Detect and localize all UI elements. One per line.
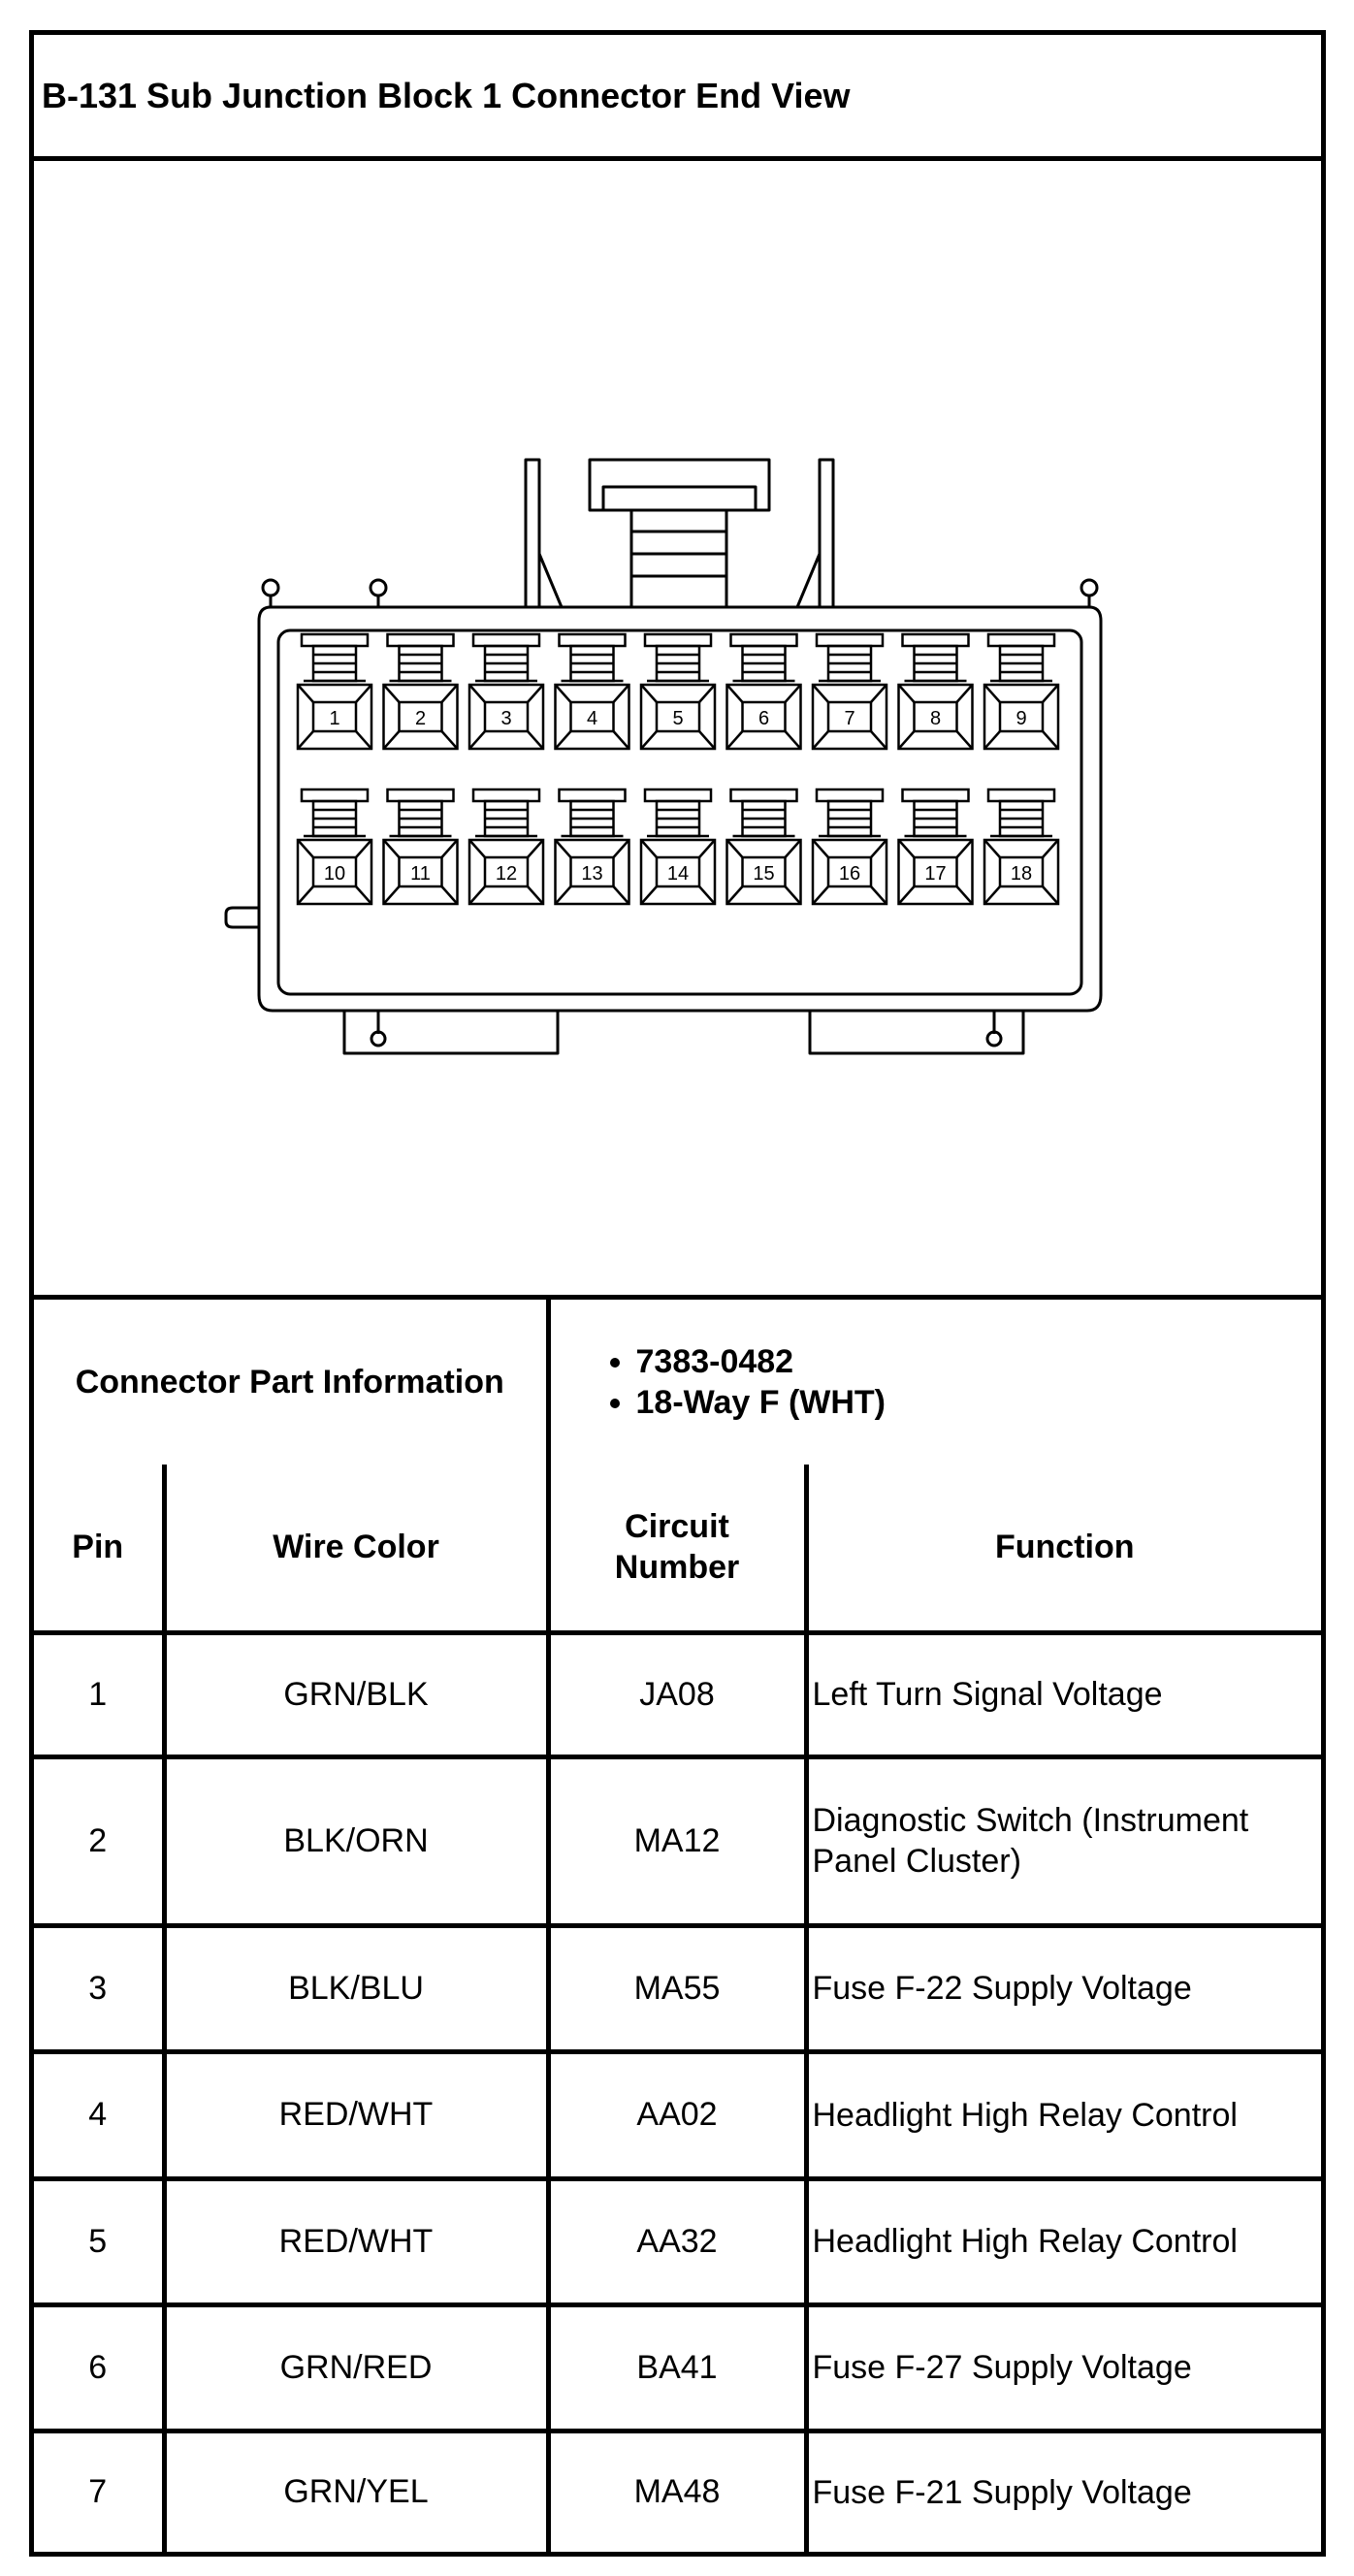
right-foot: [808, 1011, 1025, 1055]
pin-cell: 3: [34, 1922, 167, 2054]
table-row: 2 BLK/ORN MA12 Diagnostic Switch (Instru…: [34, 1754, 1321, 1928]
wire-color-cell: GRN/YEL: [161, 2428, 551, 2552]
pin-number-label: 14: [667, 863, 689, 885]
pin-number-label: 2: [415, 708, 426, 729]
circuit-cell: AA32: [545, 2175, 809, 2307]
part-number: 7383-0482: [636, 1341, 1321, 1382]
pin-number-label: 3: [500, 708, 511, 729]
pin-cavity: 12: [467, 788, 545, 906]
pin-number-label: 9: [1016, 708, 1026, 729]
pin-number-label: 17: [924, 863, 946, 885]
function-cell: Fuse F-27 Supply Voltage: [803, 2302, 1321, 2433]
latch-cap: [588, 458, 771, 512]
pin-number-label: 8: [930, 708, 941, 729]
connector-info-table: Connector Part Information 7383-0482 18-…: [34, 1300, 1321, 1465]
pin-cavity: 3: [467, 632, 545, 751]
pin-number-label: 1: [329, 708, 339, 729]
header-function: Function: [803, 1465, 1321, 1635]
wire-color-cell: BLK/ORN: [161, 1754, 551, 1928]
circuit-cell: JA08: [545, 1629, 809, 1759]
pin-number-label: 7: [844, 708, 854, 729]
pin-number-label: 4: [587, 708, 597, 729]
wire-color-cell: GRN/BLK: [161, 1629, 551, 1759]
pin-cavity: 9: [983, 632, 1060, 751]
header-wire-color: Wire Color: [161, 1465, 551, 1635]
housing-inner: [276, 628, 1083, 996]
pin-number-label: 10: [324, 863, 345, 885]
table-row: 3 BLK/BLU MA55 Fuse F-22 Supply Voltage: [34, 1922, 1321, 2054]
pin-cavity: 18: [983, 788, 1060, 906]
left-foot: [342, 1011, 560, 1055]
connector-info-list: 7383-0482 18-Way F (WHT): [545, 1300, 1321, 1465]
pin-cell: 6: [34, 2302, 167, 2433]
pin-cavity: 11: [382, 788, 459, 906]
page-title: B-131 Sub Junction Block 1 Connector End…: [42, 75, 851, 115]
pin-number-label: 6: [758, 708, 769, 729]
wire-color-cell: GRN/RED: [161, 2302, 551, 2433]
pin-row-top: 1 2 3 4 5 6 7 8 9: [296, 632, 1060, 751]
pin-cavity: 10: [296, 788, 373, 906]
pin-cavity: 13: [554, 788, 630, 906]
latch-cap-inner: [601, 485, 758, 512]
circuit-cell: MA12: [545, 1754, 809, 1928]
pin-cavity: 7: [811, 632, 888, 751]
circuit-cell: MA48: [545, 2428, 809, 2552]
pin-cavity: 6: [725, 632, 802, 751]
connector-sheet: B-131 Sub Junction Block 1 Connector End…: [29, 30, 1326, 2557]
pin-cavity: 17: [897, 788, 974, 906]
wire-color-cell: RED/WHT: [161, 2175, 551, 2307]
pin-row-bottom: 10 11 12 13 14 15 16 17 18: [296, 788, 1060, 906]
wire-color-cell: RED/WHT: [161, 2048, 551, 2181]
pin-cavity: 2: [382, 632, 459, 751]
function-cell: Diagnostic Switch (Instrument Panel Clus…: [803, 1754, 1321, 1928]
pin-number-label: 12: [496, 863, 517, 885]
pin-number-label: 15: [753, 863, 774, 885]
table-row: 7 GRN/YEL MA48 Fuse F-21 Supply Voltage: [34, 2428, 1321, 2552]
right-post: [818, 458, 835, 609]
connector-type: 18-Way F (WHT): [636, 1382, 1321, 1423]
pin-cell: 2: [34, 1754, 167, 1928]
pin-cell: 1: [34, 1629, 167, 1759]
pin-cell: 4: [34, 2048, 167, 2181]
pin-cavity: 1: [296, 632, 373, 751]
function-cell: Fuse F-22 Supply Voltage: [803, 1922, 1321, 2054]
pin-cavity: 8: [897, 632, 974, 751]
pin-cavity: 15: [725, 788, 802, 906]
circuit-cell: MA55: [545, 1922, 809, 2054]
pin-cell: 5: [34, 2175, 167, 2307]
table-row: 1 GRN/BLK JA08 Left Turn Signal Voltage: [34, 1629, 1321, 1759]
pin-cavity: 4: [554, 632, 630, 751]
function-cell: Headlight High Relay Control: [803, 2175, 1321, 2307]
function-cell: Left Turn Signal Voltage: [803, 1629, 1321, 1759]
table-row: 5 RED/WHT AA32 Headlight High Relay Cont…: [34, 2175, 1321, 2307]
function-cell: Headlight High Relay Control: [803, 2048, 1321, 2181]
pin-number-label: 18: [1011, 863, 1032, 885]
pin-cavity: 16: [811, 788, 888, 906]
pin-number-label: 16: [839, 863, 860, 885]
table-row: 6 GRN/RED BA41 Fuse F-27 Supply Voltage: [34, 2302, 1321, 2433]
pin-cell: 7: [34, 2428, 167, 2552]
connector-info-label: Connector Part Information: [34, 1300, 551, 1465]
circuit-cell: BA41: [545, 2302, 809, 2433]
circuit-cell: AA02: [545, 2048, 809, 2181]
wire-color-cell: BLK/BLU: [161, 1922, 551, 2054]
header-pin: Pin: [34, 1465, 167, 1635]
pin-number-label: 5: [672, 708, 683, 729]
housing-outer: [257, 605, 1103, 1013]
pin-cavity: 14: [639, 788, 717, 906]
pin-number-label: 11: [410, 863, 431, 885]
left-post: [524, 458, 541, 609]
function-cell: Fuse F-21 Supply Voltage: [803, 2428, 1321, 2552]
latch-stem: [629, 508, 728, 609]
title-row: B-131 Sub Junction Block 1 Connector End…: [34, 35, 1321, 161]
table-row: 4 RED/WHT AA02 Headlight High Relay Cont…: [34, 2048, 1321, 2181]
pin-number-label: 13: [581, 863, 602, 885]
pin-cavity: 5: [639, 632, 717, 751]
